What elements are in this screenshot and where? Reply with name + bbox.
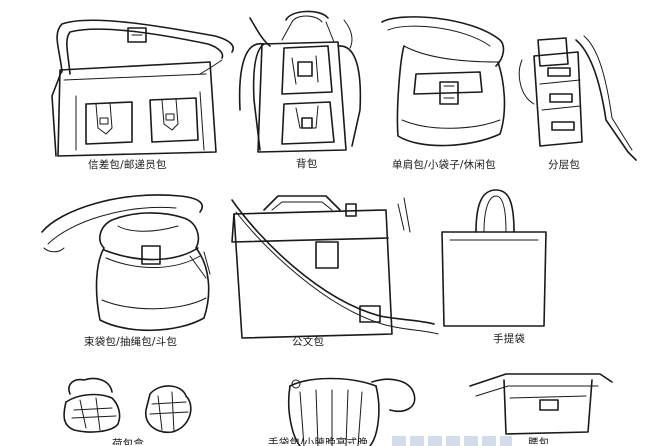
watermark-strip <box>392 436 512 446</box>
briefcase-drawing <box>231 195 439 339</box>
shoulder-bag-drawing <box>381 16 506 147</box>
messenger-bag-drawing <box>51 19 234 157</box>
caption-shoulder: 单肩包/小袋子/休闲包 <box>392 159 496 171</box>
caption-waist: 腰包 <box>528 437 550 446</box>
caption-backpack: 背包 <box>296 158 318 170</box>
backpack-drawing <box>238 10 362 153</box>
caption-clutch: 手袋包/小腋晚宴式晚 <box>268 437 369 446</box>
caption-briefcase: 公文包 <box>292 336 325 348</box>
caption-bucket: 束袋包/抽绳包/斗包 <box>84 336 178 348</box>
caption-messenger: 信差包/邮递员包 <box>88 159 167 171</box>
clutch-drawing <box>287 377 416 446</box>
caption-tote: 手提袋 <box>493 333 526 345</box>
layered-bag-drawing <box>518 35 637 161</box>
purse-drawing <box>63 377 192 434</box>
caption-layered: 分层包 <box>548 159 581 171</box>
caption-purse: 荷包盒 <box>112 438 145 446</box>
bucket-bag-drawing <box>41 194 211 332</box>
waist-bag-drawing <box>469 373 613 435</box>
tote-drawing <box>441 189 547 327</box>
